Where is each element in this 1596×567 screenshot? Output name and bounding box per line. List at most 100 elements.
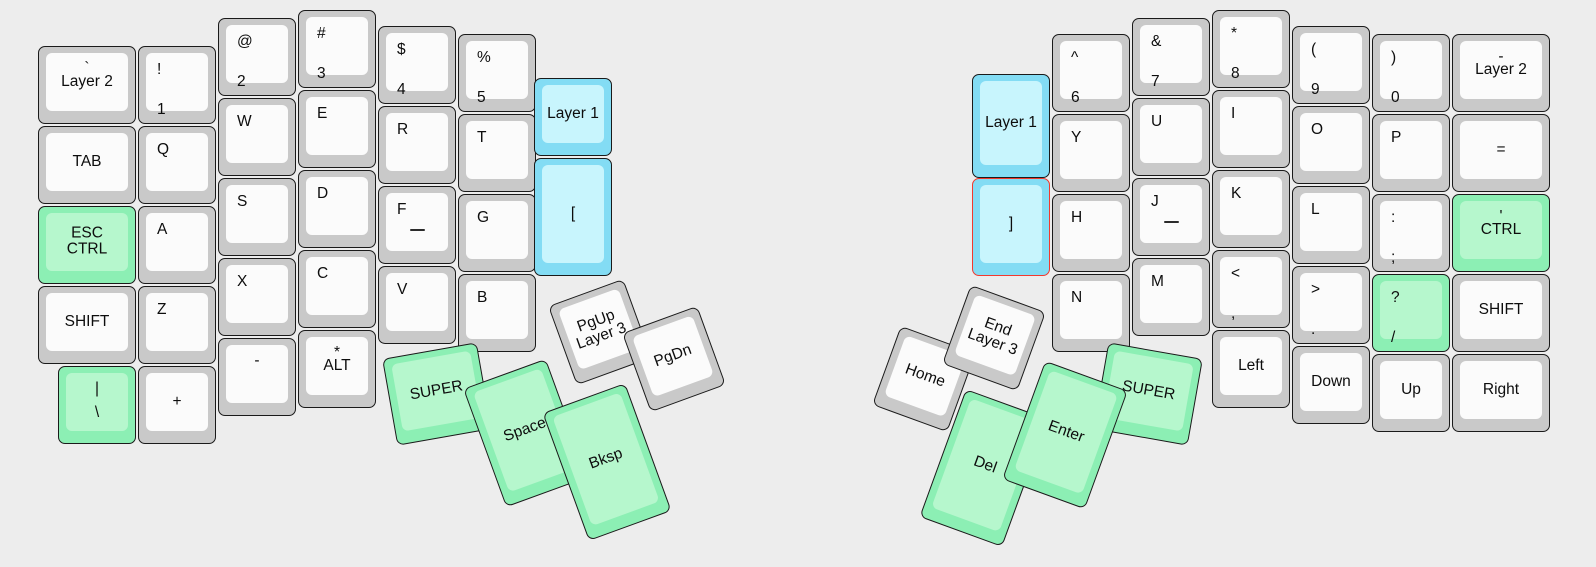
key-r[interactable]: R	[378, 106, 456, 184]
key-plus[interactable]: +	[138, 366, 216, 444]
key-legend-base: 4	[397, 81, 406, 98]
key-3-hash[interactable]: #3	[298, 10, 376, 88]
key-minus-left[interactable]: -	[218, 338, 296, 416]
key-cap: <,	[1220, 257, 1282, 322]
key-legend-base: SHIFT	[1478, 300, 1524, 318]
key-bracket-left[interactable]: [	[534, 158, 612, 276]
key-legend-shifted: `	[84, 60, 90, 77]
key-legend-base: =	[1496, 140, 1506, 158]
key-less-comma[interactable]: <,	[1212, 250, 1290, 328]
key-z[interactable]: Z	[138, 286, 216, 364]
key-f[interactable]: F	[378, 186, 456, 264]
key-legend-shifted: (	[1311, 41, 1317, 58]
key-9-paren[interactable]: (9	[1292, 26, 1370, 104]
key-question-slash[interactable]: ?/	[1372, 274, 1450, 352]
key-legend-base: Layer 1	[985, 113, 1037, 131]
key-layer1-right[interactable]: Layer 1	[972, 74, 1050, 178]
key-v[interactable]: V	[378, 266, 456, 344]
key-1-exclaim[interactable]: !1	[138, 46, 216, 124]
key-legend-base: K	[1231, 185, 1242, 202]
key-y[interactable]: Y	[1052, 114, 1130, 192]
key-i[interactable]: I	[1212, 90, 1290, 168]
key-bracket-right[interactable]: ]	[972, 178, 1050, 276]
key-x[interactable]: X	[218, 258, 296, 336]
key-cap: K	[1220, 177, 1282, 235]
key-down[interactable]: Down	[1292, 346, 1370, 424]
key-t[interactable]: T	[458, 114, 536, 192]
key-cap: *8	[1220, 17, 1282, 82]
key-n[interactable]: N	[1052, 274, 1130, 352]
key-right[interactable]: Right	[1452, 354, 1550, 432]
key-e[interactable]: E	[298, 90, 376, 168]
key-2-at[interactable]: @2	[218, 18, 296, 96]
key-cap: Z	[146, 293, 208, 351]
key-7-ampersand[interactable]: &7	[1132, 18, 1210, 96]
key-d[interactable]: D	[298, 170, 376, 248]
key-6-caret[interactable]: ^6	[1052, 34, 1130, 112]
key-u[interactable]: U	[1132, 98, 1210, 176]
key-legend-shifted: !	[157, 61, 162, 78]
key-legend-base: F	[397, 201, 407, 218]
key-cap: W	[226, 105, 288, 163]
key-cap: Q	[146, 133, 208, 191]
key-shift-left[interactable]: SHIFT	[38, 286, 136, 364]
key-cap: TAB	[46, 133, 128, 191]
key-5-percent[interactable]: %5	[458, 34, 536, 112]
key-up[interactable]: Up	[1372, 354, 1450, 432]
key-legend-base: .	[1311, 321, 1316, 338]
key-4-dollar[interactable]: $4	[378, 26, 456, 104]
key-legend-base: G	[477, 209, 490, 226]
key-legend-base: 8	[1231, 65, 1240, 82]
key-legend-shifted: &	[1151, 33, 1162, 50]
key-shift-right[interactable]: SHIFT	[1452, 274, 1550, 352]
key-quote-ctrl[interactable]: 'CTRL	[1452, 194, 1550, 272]
key-cap: O	[1300, 113, 1362, 171]
key-cap: B	[466, 281, 528, 339]
key-k[interactable]: K	[1212, 170, 1290, 248]
key-h[interactable]: H	[1052, 194, 1130, 272]
key-legend-shifted: '	[1499, 208, 1503, 225]
key-left[interactable]: Left	[1212, 330, 1290, 408]
key-8-asterisk[interactable]: *8	[1212, 10, 1290, 88]
key-cap: !1	[146, 53, 208, 118]
key-o[interactable]: O	[1292, 106, 1370, 184]
key-greater-period[interactable]: >.	[1292, 266, 1370, 344]
key-tab[interactable]: TAB	[38, 126, 136, 204]
key-legend-base: 3	[317, 65, 326, 82]
key-w[interactable]: W	[218, 98, 296, 176]
key-legend-base: ALT	[323, 356, 351, 374]
key-j[interactable]: J	[1132, 178, 1210, 256]
key-legend-base: E	[317, 105, 328, 122]
key-b[interactable]: B	[458, 274, 536, 352]
key-0-paren[interactable]: )0	[1372, 34, 1450, 112]
key-p[interactable]: P	[1372, 114, 1450, 192]
key-layer1-left[interactable]: Layer 1	[534, 78, 612, 156]
key-colon-semicolon[interactable]: :;	[1372, 194, 1450, 272]
key-legend-base: -	[254, 352, 260, 369]
key-legend-base: H	[1071, 209, 1083, 226]
key-cap: PgDn	[631, 315, 714, 398]
key-esc-ctrl[interactable]: ESC CTRL	[38, 206, 136, 284]
key-legend-base: 5	[477, 89, 486, 106]
key-a[interactable]: A	[138, 206, 216, 284]
key-legend-base: 6	[1071, 89, 1080, 106]
key-legend-shifted: #	[317, 25, 326, 42]
key-l[interactable]: L	[1292, 186, 1370, 264]
key-asterisk-alt[interactable]: *ALT	[298, 330, 376, 408]
key-s[interactable]: S	[218, 178, 296, 256]
key-q[interactable]: Q	[138, 126, 216, 204]
key-grave-layer2[interactable]: `Layer 2	[38, 46, 136, 124]
key-g[interactable]: G	[458, 194, 536, 272]
key-cap: Right	[1460, 361, 1542, 419]
key-minus-layer2[interactable]: -Layer 2	[1452, 34, 1550, 112]
key-cap: -	[226, 345, 288, 403]
key-cap: #3	[306, 17, 368, 82]
key-equals[interactable]: =	[1452, 114, 1550, 192]
key-legend-base: P	[1391, 129, 1402, 146]
key-cap: Y	[1060, 121, 1122, 179]
key-c[interactable]: C	[298, 250, 376, 328]
key-pipe-backslash[interactable]: |\	[58, 366, 136, 444]
key-m[interactable]: M	[1132, 258, 1210, 336]
key-legend-base: SHIFT	[64, 312, 110, 330]
key-legend-base: 9	[1311, 81, 1320, 98]
